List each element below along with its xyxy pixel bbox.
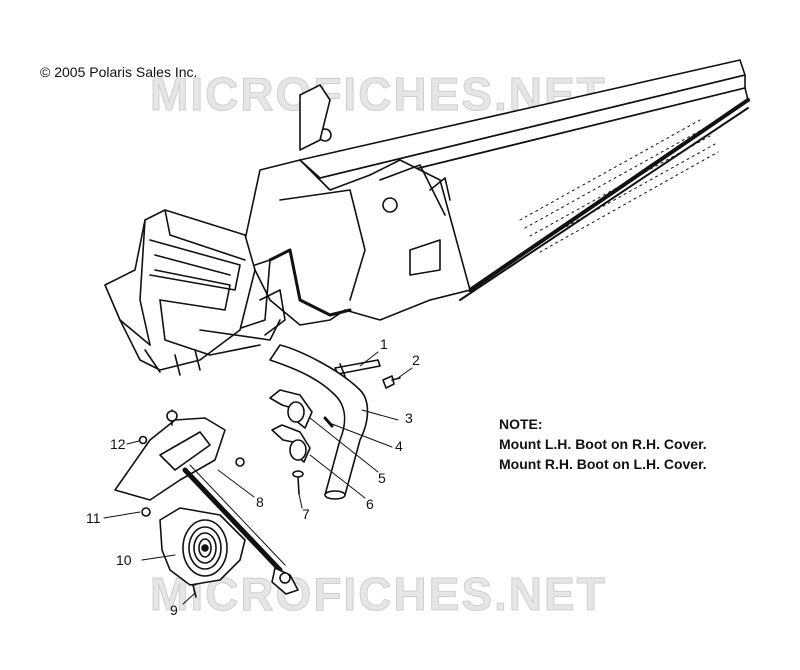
chassis-tunnel	[234, 59, 750, 331]
note-line-2: Mount R.H. Boot on L.H. Cover.	[499, 456, 707, 472]
assembly-note: NOTE: Mount L.H. Boot on R.H. Cover. Mou…	[499, 414, 707, 474]
callout-10: 10	[116, 552, 132, 568]
watermark-bottom: MICROFICHES.NET	[150, 568, 607, 620]
part-6-clamp	[271, 424, 311, 463]
part-4-pin	[323, 416, 334, 428]
callout-8: 8	[256, 494, 264, 510]
note-line-1: Mount L.H. Boot on R.H. Cover.	[499, 436, 707, 452]
note-title: NOTE:	[499, 416, 543, 432]
front-structure	[104, 209, 286, 376]
callout-4: 4	[395, 438, 403, 454]
callout-6: 6	[366, 496, 374, 512]
callout-2: 2	[412, 352, 420, 368]
callout-9: 9	[170, 602, 178, 618]
part-5-clamp	[269, 389, 313, 429]
callout-3: 3	[405, 410, 413, 426]
part-12-nut	[138, 435, 148, 445]
part-8-cover-and-rod	[114, 409, 299, 595]
tunnel-perforations	[519, 119, 719, 253]
part-3-tube	[269, 344, 369, 500]
part-11-screw	[141, 507, 151, 517]
part-7-screw	[292, 470, 304, 495]
part-1-strip	[334, 359, 381, 377]
leader-lines	[103, 351, 413, 605]
callout-11: 11	[86, 510, 101, 526]
part-10-boot	[159, 507, 246, 586]
screw-icon	[235, 457, 245, 467]
callout-12: 12	[110, 436, 126, 452]
copyright-text: © 2005 Polaris Sales Inc.	[40, 64, 198, 80]
callout-5: 5	[378, 470, 386, 486]
callout-7: 7	[302, 506, 310, 522]
part-2-screw	[382, 375, 401, 389]
callout-1: 1	[380, 336, 388, 352]
watermark-top: MICROFICHES.NET	[150, 68, 607, 120]
